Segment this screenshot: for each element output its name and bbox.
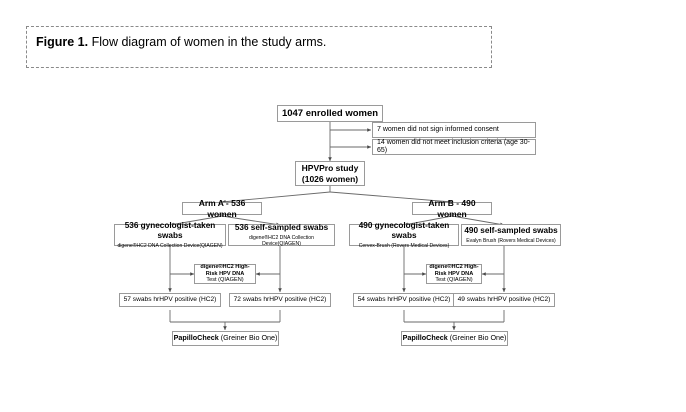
node-exclusion-consent: 7 women did not sign informed consent <box>372 122 536 138</box>
node-positive-arm-b-gynecologist-label: 54 swabs hrHPV positive (HC2) <box>357 296 451 304</box>
node-positive-arm-b-self-label: 49 swabs hrHPV positive (HC2) <box>457 296 551 304</box>
node-swab-arm-b-gynecologist: 490 gynecologist-taken swabs Cervex-Brus… <box>349 221 459 249</box>
node-swab-arm-a-self-device: digene®HC2 DNA Collection Device(QIAGEN) <box>249 234 314 247</box>
node-hc2-test-arm-b-line1: digene®HC2 High-Risk HPV DNA <box>429 264 479 277</box>
node-positive-arm-b-gynecologist: 54 swabs hrHPV positive (HC2) <box>353 293 455 307</box>
node-swab-arm-b-gynecologist-device: Cervex-Brush (Rovers Medical Devices) <box>358 242 450 249</box>
node-swab-arm-a-self: 536 self-sampled swabs digene®HC2 DNA Co… <box>228 223 335 247</box>
node-exclusion-criteria: 14 women did not meet inclusion criteria… <box>372 139 536 155</box>
node-papillocheck-arm-a-maker: (Greiner Bio One) <box>218 333 278 343</box>
node-papillocheck-arm-a: PapilloCheck (Greiner Bio One) <box>172 331 279 346</box>
node-arm-b-label: Arm B - 490 women <box>428 198 476 219</box>
node-papillocheck-arm-b-brand: PapilloCheck <box>402 333 448 343</box>
node-positive-arm-b-self: 49 swabs hrHPV positive (HC2) <box>453 293 555 307</box>
node-enrolled-women: 1047 enrolled women <box>277 105 383 122</box>
node-swab-arm-b-gynecologist-title: 490 gynecologist-taken swabs <box>358 221 450 240</box>
node-hc2-test-arm-a-line2: Test (QIAGEN) <box>206 277 244 284</box>
node-swab-arm-a-gynecologist-title: 536 gynecologist-taken swabs <box>124 221 216 240</box>
figure-caption-text: Figure 1. Flow diagram of women in the s… <box>36 35 482 51</box>
node-exclusion-consent-label: 7 women did not sign informed consent <box>377 125 499 133</box>
node-hpvpro-study-line1: HPVPro study <box>301 163 359 174</box>
node-hc2-test-arm-b: digene®HC2 High-Risk HPV DNA Test (QIAGE… <box>426 264 482 284</box>
node-swab-arm-a-gynecologist: 536 gynecologist-taken swabs digene®HC2 … <box>114 221 226 249</box>
figure-caption-box: Figure 1. Flow diagram of women in the s… <box>26 26 492 68</box>
node-arm-a: Arm A - 536 women <box>182 198 262 219</box>
node-positive-arm-a-gynecologist: 57 swabs hrHPV positive (HC2) <box>119 293 221 307</box>
node-hpvpro-study: HPVPro study (1026 women) <box>295 161 365 186</box>
node-swab-arm-b-self-title: 490 self-sampled swabs <box>464 226 558 236</box>
node-positive-arm-a-gynecologist-label: 57 swabs hrHPV positive (HC2) <box>123 296 217 304</box>
node-hc2-test-arm-b-line2: Test (QIAGEN) <box>435 277 473 284</box>
figure-number: Figure 1. <box>36 35 89 49</box>
node-swab-arm-b-self-device: Evalyn Brush (Rovers Medical Devices) <box>466 237 556 244</box>
node-papillocheck-arm-a-brand: PapilloCheck <box>173 333 219 343</box>
node-papillocheck-arm-b: PapilloCheck (Greiner Bio One) <box>401 331 508 346</box>
node-exclusion-criteria-label: 14 women did not meet inclusion criteria… <box>377 138 530 154</box>
node-arm-b: Arm B - 490 women <box>412 198 492 219</box>
node-enrolled-women-label: 1047 enrolled women <box>281 107 379 119</box>
node-papillocheck-arm-b-maker: (Greiner Bio One) <box>447 333 507 343</box>
node-hc2-test-arm-a: digene®HC2 High-Risk HPV DNA Test (QIAGE… <box>194 264 256 284</box>
node-positive-arm-a-self: 72 swabs hrHPV positive (HC2) <box>229 293 331 307</box>
node-hpvpro-study-line2: (1026 women) <box>301 173 359 184</box>
figure-caption-body: Flow diagram of women in the study arms. <box>91 35 327 49</box>
node-swab-arm-a-self-title: 536 self-sampled swabs <box>234 223 329 233</box>
node-swab-arm-b-self: 490 self-sampled swabs Evalyn Brush (Rov… <box>461 224 561 246</box>
node-swab-arm-a-gynecologist-device: digene®HC2 DNA Collection Device(QIAGEN) <box>117 242 223 249</box>
node-hc2-test-arm-a-line1: digene®HC2 High-Risk HPV DNA <box>200 264 250 277</box>
node-positive-arm-a-self-label: 72 swabs hrHPV positive (HC2) <box>233 296 327 304</box>
node-arm-a-label: Arm A - 536 women <box>198 198 246 219</box>
